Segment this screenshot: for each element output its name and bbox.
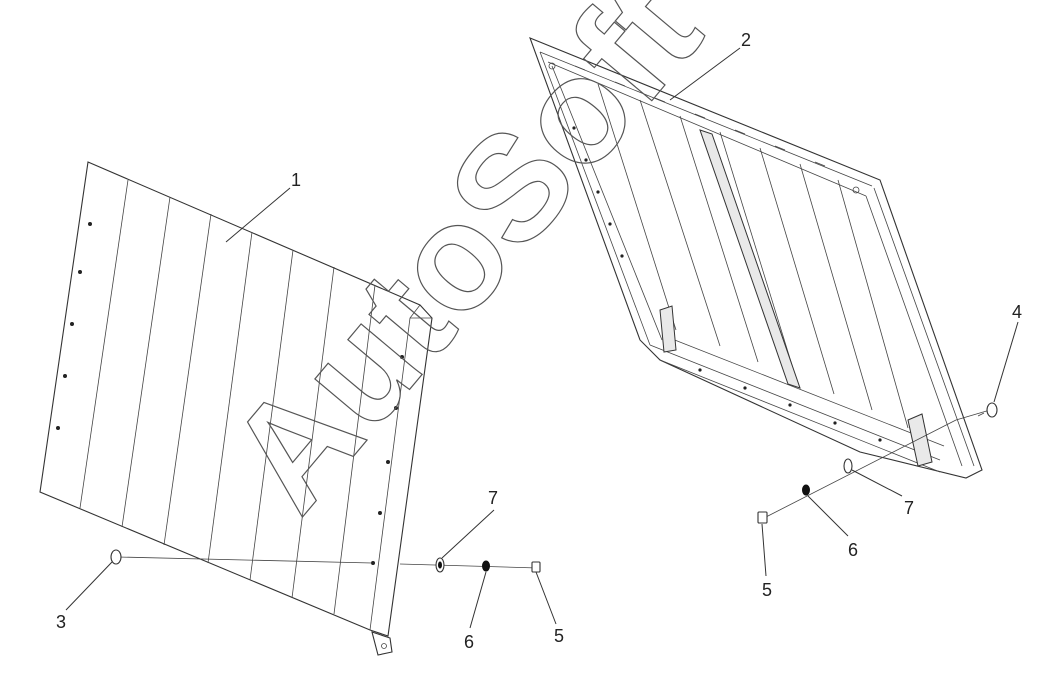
frame-2 xyxy=(529,37,983,479)
panel-1 xyxy=(39,161,433,656)
callout-7-left: 7 xyxy=(488,488,498,508)
lockwasher-6-right-icon xyxy=(802,484,810,496)
nut-5-icon xyxy=(531,561,541,573)
callout-4: 4 xyxy=(1012,302,1022,322)
leader-lines xyxy=(65,47,1019,629)
callout-2: 2 xyxy=(741,30,751,50)
callout-6-left: 6 xyxy=(464,632,474,652)
callouts: 1 2 3 4 5 6 7 5 6 7 xyxy=(56,30,1022,652)
hardware-left xyxy=(110,549,541,573)
hardware-right xyxy=(757,402,998,524)
washer-7-right-icon xyxy=(843,458,853,474)
lockwasher-6-icon xyxy=(482,560,490,572)
nut-5-right-icon xyxy=(757,511,768,524)
bolt-3-icon xyxy=(110,549,122,565)
bolt-4-icon xyxy=(986,402,998,418)
callout-7-right: 7 xyxy=(904,498,914,518)
callout-5-left: 5 xyxy=(554,626,564,646)
callout-6-right: 6 xyxy=(848,540,858,560)
callout-3: 3 xyxy=(56,612,66,632)
callout-1: 1 xyxy=(291,170,301,190)
callout-5-right: 5 xyxy=(762,580,772,600)
